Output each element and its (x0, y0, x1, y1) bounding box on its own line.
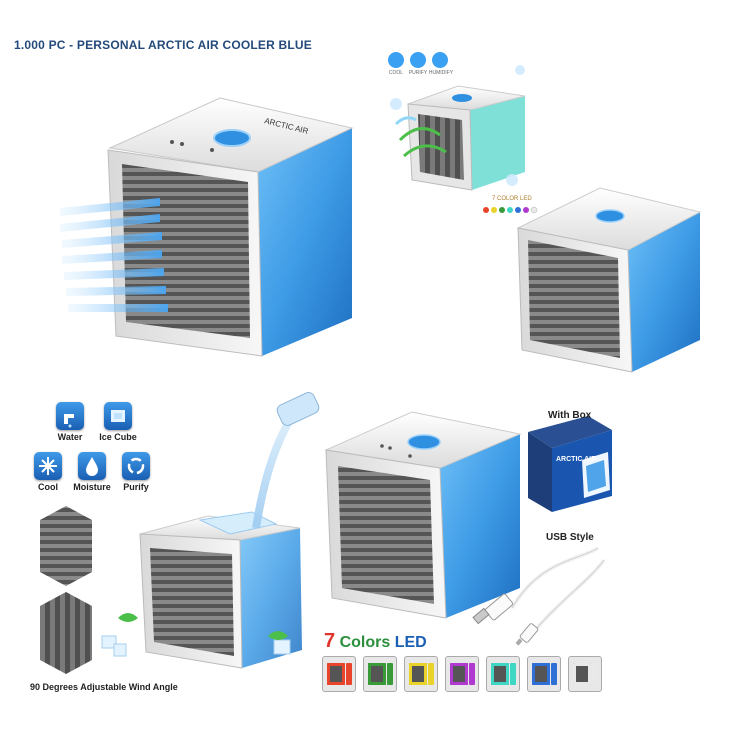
led-swatch (568, 656, 602, 692)
colors-count: 7 (324, 630, 336, 652)
cooler-large: ARCTIC AIR (107, 97, 354, 357)
ice-cube-icon (104, 402, 132, 430)
feature-label-ice-cube: Ice Cube (99, 432, 137, 442)
cooler-led-preview (388, 52, 538, 214)
led-color-swatches (322, 656, 612, 696)
swatch-color (346, 663, 352, 685)
wind-streams (60, 198, 168, 312)
faucet-icon (56, 402, 84, 430)
swatch-grille (368, 663, 386, 685)
swatch-grille (491, 663, 509, 685)
led-swatch (322, 656, 356, 692)
swatch-color (551, 663, 557, 685)
led-swatch (363, 656, 397, 692)
led-swatch (527, 656, 561, 692)
colors-led-title: 7 Colors LED (324, 630, 427, 653)
usb-style-label: USB Style (546, 532, 594, 543)
cooler-refill (101, 392, 320, 669)
feature-label-water: Water (57, 432, 83, 442)
swatch-color (592, 663, 598, 685)
led-swatch (445, 656, 479, 692)
swatch-grille (409, 663, 427, 685)
swatch-color (387, 663, 393, 685)
feature-label-cool: Cool (38, 482, 58, 492)
retail-box (528, 416, 612, 512)
usb-cable (472, 546, 606, 646)
feature-label-moisture: Moisture (73, 482, 111, 492)
led-swatch (486, 656, 520, 692)
box-brand-label: ARCTIC AIR (556, 456, 597, 463)
snowflake-icon (34, 452, 62, 480)
droplet-icon (78, 452, 106, 480)
product-title: 1.000 PC - PERSONAL ARCTIC AIR COOLER BL… (14, 38, 312, 52)
wind-angle-label: 90 Degrees Adjustable Wind Angle (30, 682, 178, 692)
cooler-center (324, 411, 522, 619)
grille-closeups (40, 506, 92, 674)
led-label: 7 COLOR LED (492, 196, 532, 202)
cooler-medium (516, 187, 702, 373)
colors-led: LED (394, 634, 427, 651)
recycle-icon (122, 452, 150, 480)
swatch-color (469, 663, 475, 685)
with-box-label: With Box (548, 410, 592, 421)
swatch-color (428, 663, 434, 685)
mini-feature-purify: PURIFY (408, 70, 428, 76)
led-swatch (404, 656, 438, 692)
swatch-color (510, 663, 516, 685)
feature-label-purify: Purify (123, 482, 149, 492)
mini-feature-cool: COOL (388, 70, 404, 76)
colors-word: Colors (339, 634, 391, 651)
swatch-grille (532, 663, 550, 685)
swatch-grille (450, 663, 468, 685)
swatch-grille (327, 663, 345, 685)
mini-feature-humidify: HUMIDIFY (428, 70, 454, 76)
swatch-grille (573, 663, 591, 685)
